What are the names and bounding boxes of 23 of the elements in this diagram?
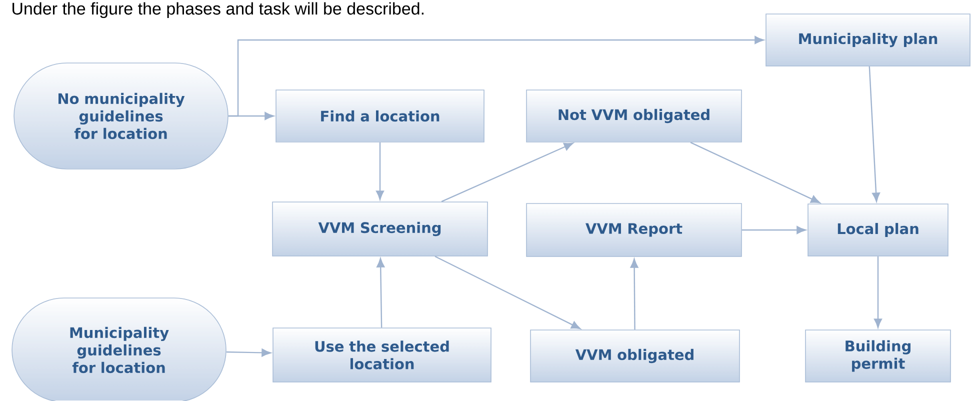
arrow (441, 142, 574, 202)
process-box: Local plan (808, 204, 948, 256)
arrow (630, 258, 638, 330)
arrow (376, 142, 384, 200)
arrow (434, 256, 581, 330)
process-box: VVM obligated (530, 330, 740, 382)
start-terminal: Municipality guidelines for location (12, 298, 226, 401)
process-box: Find a location (276, 90, 484, 142)
process-box: VVM Screening (272, 202, 488, 256)
arrow (742, 226, 806, 234)
start-terminal: No municipality guidelines for location (14, 62, 228, 170)
arrow (868, 66, 880, 202)
process-box: Municipality plan (766, 14, 970, 66)
arrow (376, 258, 385, 328)
process-box: Not VVM obligated (526, 90, 742, 142)
process-box: VVM Report (526, 203, 742, 257)
arrow (228, 36, 764, 117)
process-box: Building permit (805, 330, 951, 382)
caption-text: Under the figure the phases and task will be described. (12, 2, 424, 18)
arrow (690, 142, 820, 204)
arrow (226, 348, 271, 357)
arrow (874, 256, 882, 328)
process-box: Use the selected location (272, 328, 492, 382)
